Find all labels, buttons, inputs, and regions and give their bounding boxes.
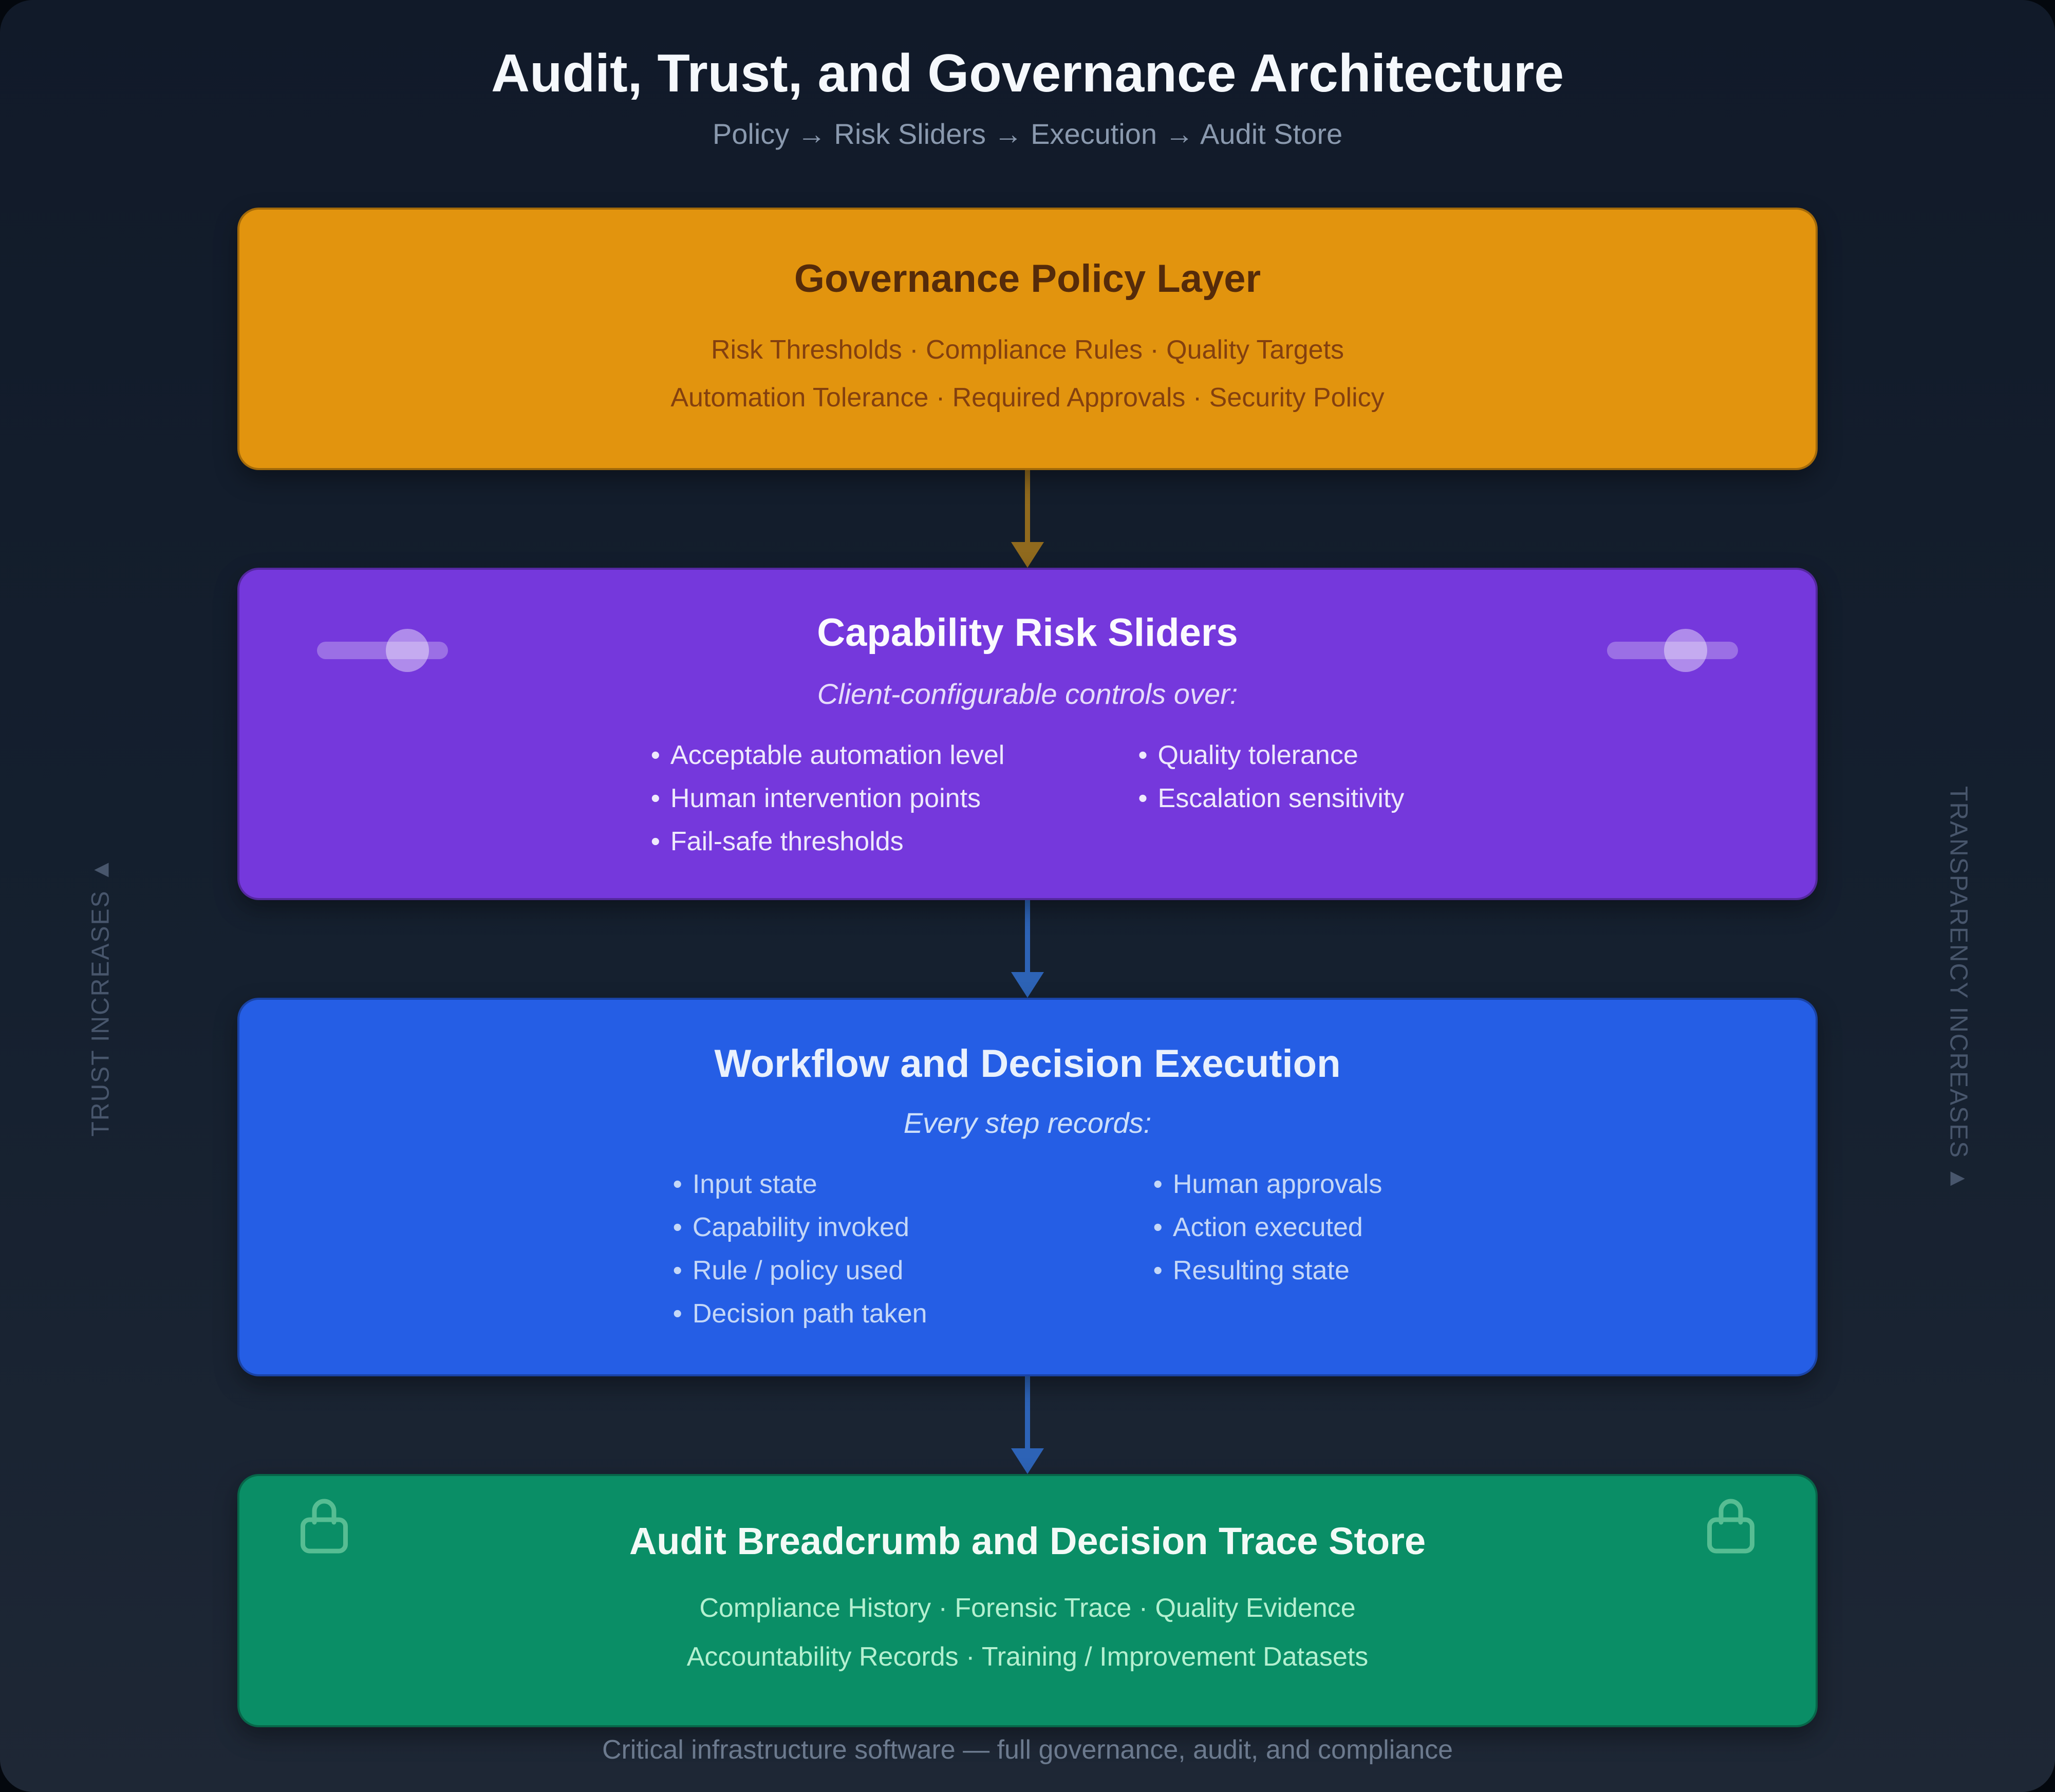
sliders-bullet-columns: Acceptable automation levelHuman interve… — [281, 742, 1774, 855]
policy-box-title: Governance Policy Layer — [794, 256, 1261, 301]
arrow-down-icon — [1011, 972, 1044, 998]
slider-thumb[interactable] — [1664, 629, 1707, 673]
risk-slider-left[interactable] — [317, 629, 448, 673]
capability-risk-sliders-box: Capability Risk Sliders Client-configura… — [237, 568, 1818, 901]
bullet-item: Resulting state — [1153, 1257, 1383, 1284]
policy-line-2: Automation Tolerance · Required Approval… — [670, 383, 1385, 413]
audit-box-title: Audit Breadcrumb and Decision Trace Stor… — [629, 1520, 1426, 1563]
bullet-item: Fail-safe thresholds — [651, 828, 1005, 855]
execution-bullet-list-left: Input stateCapability invokedRule / poli… — [673, 1171, 927, 1327]
execution-box-subtitle: Every step records: — [903, 1107, 1152, 1140]
bullet-item: Acceptable automation level — [651, 742, 1004, 769]
side-label-transparency: TRANSPARENCY INCREASES ▲ — [1945, 786, 1972, 1192]
arrow-stem — [1025, 470, 1030, 543]
audit-store-box: Audit Breadcrumb and Decision Trace Stor… — [237, 1474, 1818, 1728]
bullet-item: Human approvals — [1153, 1171, 1383, 1198]
arrow-stem — [1025, 900, 1030, 973]
execution-bullet-list-right: Human approvalsAction executedResulting … — [1153, 1171, 1383, 1327]
sliders-box-title: Capability Risk Sliders — [817, 611, 1238, 655]
sliders-box-subtitle: Client-configurable controls over: — [817, 678, 1238, 711]
lock-icon — [1707, 1499, 1754, 1554]
page-subtitle: Policy → Risk Sliders → Execution → Audi… — [712, 118, 1343, 151]
page-title: Audit, Trust, and Governance Architectur… — [491, 44, 1564, 103]
audit-line-1: Compliance History · Forensic Trace · Qu… — [699, 1593, 1356, 1623]
lock-icon — [301, 1499, 348, 1554]
footer-note: Critical infrastructure software — full … — [602, 1735, 1453, 1765]
bullet-item: Action executed — [1153, 1214, 1383, 1241]
bullet-item: Quality tolerance — [1138, 742, 1404, 769]
diagram-header: Audit, Trust, and Governance Architectur… — [0, 0, 2055, 150]
bullet-item: Human intervention points — [651, 785, 1005, 812]
arrow-stem — [1025, 1376, 1030, 1449]
sliders-bullet-list-right: Quality toleranceEscalation sensitivity — [1138, 742, 1405, 855]
arrow-down-icon — [1011, 1448, 1044, 1474]
flow-stack: Governance Policy Layer Risk Thresholds … — [237, 207, 1818, 1728]
flow-arrow-policy-to-sliders — [237, 470, 1818, 568]
flow-arrow-execution-to-audit — [237, 1376, 1818, 1474]
arrow-down-icon — [1011, 542, 1044, 568]
flow-arrow-sliders-to-execution — [237, 900, 1818, 998]
bullet-item: Rule / policy used — [673, 1257, 927, 1284]
side-label-trust: TRUST INCREASES ▲ — [87, 856, 115, 1137]
execution-box-title: Workflow and Decision Execution — [714, 1042, 1341, 1086]
execution-bullet-columns: Input stateCapability invokedRule / poli… — [281, 1171, 1774, 1327]
sliders-bullet-list-left: Acceptable automation levelHuman interve… — [651, 742, 1005, 855]
governance-policy-box: Governance Policy Layer Risk Thresholds … — [237, 207, 1818, 471]
bullet-item: Escalation sensitivity — [1138, 785, 1405, 812]
bullet-item: Decision path taken — [673, 1300, 927, 1327]
slider-thumb[interactable] — [385, 629, 429, 673]
policy-line-1: Risk Thresholds · Compliance Rules · Qua… — [711, 335, 1344, 365]
audit-line-2: Accountability Records · Training / Impr… — [686, 1642, 1369, 1672]
workflow-execution-box: Workflow and Decision Execution Every st… — [237, 998, 1818, 1377]
bullet-item: Capability invoked — [673, 1214, 927, 1241]
bullet-item: Input state — [673, 1171, 927, 1198]
risk-slider-right[interactable] — [1607, 629, 1738, 673]
